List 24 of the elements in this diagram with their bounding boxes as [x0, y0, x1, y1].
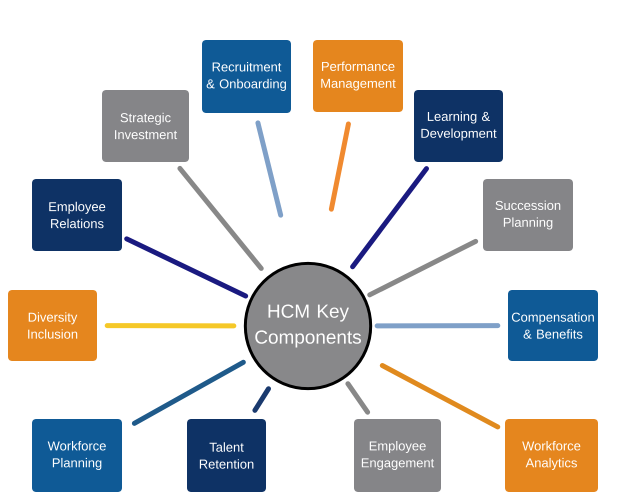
component-box: Strategic Investment: [102, 90, 189, 162]
connector-line: [177, 166, 264, 271]
component-box: Talent Retention: [187, 419, 266, 492]
component-box: Employee Engagement: [354, 419, 441, 492]
component-box: Learning & Development: [414, 90, 503, 162]
component-box: Employee Relations: [32, 179, 122, 251]
connector-line: [367, 238, 478, 298]
connector-line: [252, 386, 271, 413]
component-box: Compensation & Benefits: [508, 290, 598, 361]
component-box: Diversity Inclusion: [8, 290, 97, 361]
component-box: Recruitment & Onboarding: [202, 40, 291, 113]
connector-line: [350, 166, 429, 270]
connector-line: [132, 360, 246, 426]
component-box: Succession Planning: [483, 179, 573, 251]
component-box: Workforce Planning: [32, 419, 122, 492]
connector-line: [380, 363, 500, 430]
connector-line: [104, 323, 236, 328]
connector-line: [255, 120, 284, 218]
connector-line: [374, 323, 500, 328]
component-box: Workforce Analytics: [505, 419, 598, 492]
component-box: Performance Management: [313, 40, 403, 112]
connector-line: [328, 121, 351, 212]
connector-line: [345, 381, 370, 415]
connector-line: [124, 236, 248, 299]
